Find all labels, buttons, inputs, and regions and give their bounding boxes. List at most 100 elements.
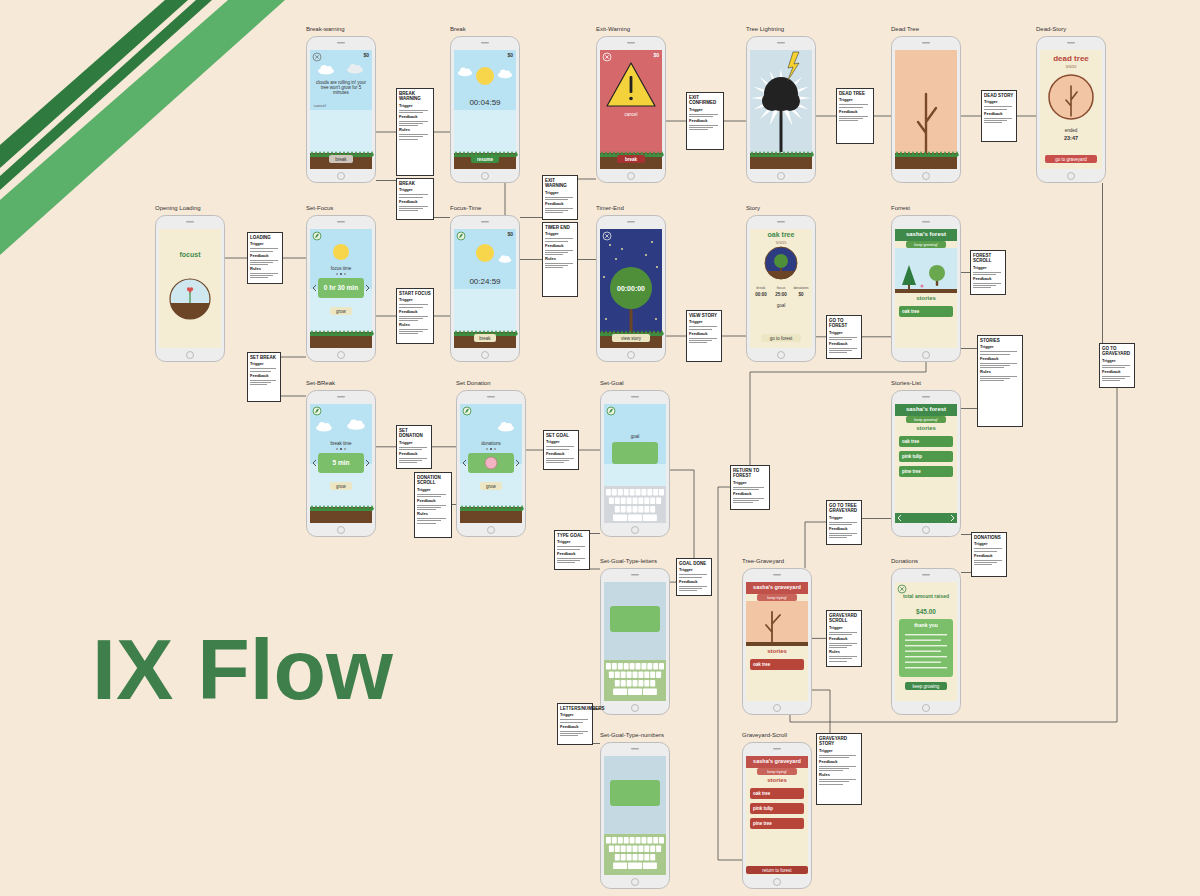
annotation-line [829,350,852,351]
illustration-shape [656,498,661,505]
illustration-shape [482,352,489,359]
illustration-shape [318,278,364,298]
annotation-line [839,107,863,108]
annotation-line [399,121,428,122]
annotation-box: GOAL DONETriggerFeedback [676,558,712,596]
annotation-title: GRAVEYARD STORY [819,736,859,747]
screen-text: go to graveyard [1045,155,1097,163]
annotation-line [417,507,441,508]
screen-name: Set-Focus [306,205,333,212]
annotation-line [417,496,441,497]
illustration-shape [607,407,615,415]
phone-screen: Exit-Warning$0cancelbreak [596,36,666,183]
illustration-shape [629,97,633,101]
illustration-shape [603,53,611,61]
screen-text: oak tree [752,231,810,239]
illustration-shape [621,248,623,250]
flow-connector [281,357,306,358]
annotation-heading: Feedback [984,112,1014,117]
annotation-box: EXIT WARNINGTriggerFeedback [542,175,578,220]
flow-connector [376,132,396,133]
annotation-line [829,656,857,657]
illustration-shape [338,173,345,180]
annotation-line [399,206,428,207]
annotation-line [974,562,997,563]
phone-screen: Stories-Listsasha's forestkeep growing!s… [891,390,961,537]
illustration-shape [767,271,795,279]
annotation-box: BREAKTriggerFeedback [396,178,434,220]
annotation-line [250,380,276,381]
illustration-shape [647,663,652,670]
annotation-box: RETURN TO FORESTTriggerFeedback [730,465,770,510]
illustration-shape [641,837,646,844]
screen-text: 5/5/15 [752,241,810,245]
annotation-line [399,458,427,459]
annotation-line [399,462,417,463]
screen-text: sasha's graveyard [746,758,808,764]
illustration-shape [490,448,492,450]
annotation-line [399,449,422,450]
annotation-line [829,533,857,534]
illustration-shape [628,352,635,359]
annotation-line [560,733,583,734]
illustration-shape [750,50,812,169]
annotation-line [973,285,996,286]
flow-connector [578,259,596,260]
annotation-line [829,339,852,340]
annotation-line [557,560,580,561]
annotation-box: SET GOALTriggerFeedback [543,430,579,470]
annotation-heading: Trigger [829,626,859,631]
illustration-shape [613,515,627,522]
illustration-shape [746,601,808,645]
illustration-shape [313,53,321,61]
annotation-line [829,524,852,525]
annotation-line [689,114,718,115]
illustration-shape [609,244,611,246]
annotation-title: EXIT WARNING [545,178,575,189]
annotation-line [679,574,707,575]
illustration-shape [454,289,516,333]
annotation-box: EXIT CONFIRMEDTriggerFeedback [686,92,724,150]
annotation-heading: Trigger [973,266,1003,271]
annotation-heading: Rules [980,370,1020,375]
annotation-line [545,263,573,264]
phone-screen: Storyoak tree5/5/15breakfocusdonations00… [746,215,816,362]
illustration-shape [643,515,657,522]
illustration-shape [747,37,816,183]
screen-text: 00:24:59 [456,277,514,286]
flow-connector [1017,116,1036,117]
illustration-shape [615,498,620,505]
illustration-shape [631,748,639,750]
screen-text: break time [316,441,366,446]
illustration-shape [643,689,657,696]
illustration-shape [895,513,957,523]
illustration-shape [454,229,516,348]
illustration-shape [344,273,346,275]
illustration-shape [638,672,643,679]
illustration-shape [487,396,495,398]
phone-illustration [891,215,961,362]
screen-text: $0 [791,292,811,297]
illustration-shape [895,582,957,701]
annotation-line [980,378,1010,379]
flow-connector [505,183,506,215]
illustration-shape [774,879,781,886]
annotation-heading: Feedback [560,725,590,730]
illustration-shape [899,619,953,677]
annotation-line [829,643,857,644]
annotation-line [417,523,436,524]
illustration-shape [612,837,617,844]
illustration-shape [627,506,632,513]
annotation-line [560,722,583,723]
annotation-line [545,254,563,255]
screen-name: Break [450,26,466,33]
annotation-title: TIMER END [545,225,575,230]
annotation-line [819,781,849,782]
stripe [0,0,212,190]
illustration-shape [505,256,510,261]
illustration-shape [344,448,346,450]
annotation-box: VIEW STORYTriggerFeedback [686,310,722,362]
screen-name: Focus-Time [450,205,481,212]
screen-text: grow [330,482,352,490]
